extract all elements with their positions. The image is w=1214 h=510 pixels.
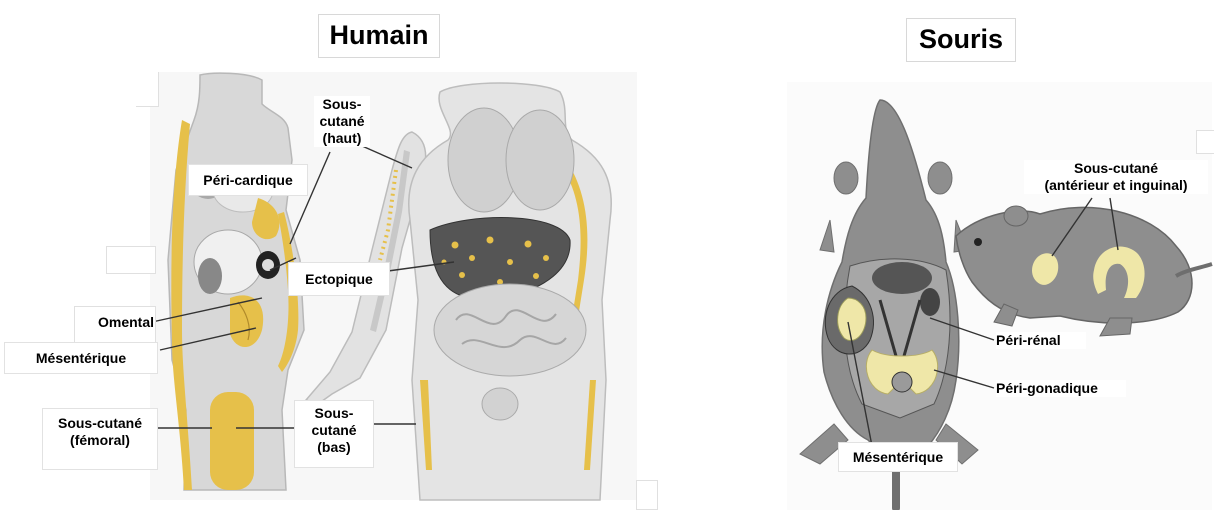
edge-tab [1196, 130, 1214, 154]
spleen-organ [198, 258, 222, 294]
mouse-side-eye [974, 238, 982, 246]
mouse-mesenteric-fat [838, 298, 866, 341]
mouse-liver [872, 262, 932, 294]
label-peri-gonadique: Péri-gonadique [996, 380, 1126, 397]
label-peri-cardique: Péri-cardique [188, 164, 308, 196]
label-line: (antérieur et inguinal) [1024, 177, 1208, 194]
mouse-kidney [920, 288, 940, 316]
title-souris: Souris [906, 18, 1016, 62]
label-sous-cutane-mouse: Sous-cutané (antérieur et inguinal) [1024, 160, 1208, 194]
label-omental: Omental [80, 314, 154, 331]
right-lung [506, 110, 574, 210]
label-line: (bas) [295, 439, 373, 456]
intestines [434, 284, 586, 376]
edge-tab [636, 480, 658, 510]
label-line: Sous-cutané [43, 415, 157, 432]
mouse-ear-left [834, 162, 858, 194]
label-line: cutané [314, 113, 370, 130]
femoral-fat-pad [210, 392, 254, 490]
label-mesenterique-human: Mésentérique [4, 342, 158, 374]
label-line: cutané [295, 422, 373, 439]
label-sous-cutane-bas: Sous- cutané (bas) [294, 400, 374, 468]
label-mesenterique-mouse: Mésentérique [838, 442, 958, 472]
label-line: (fémoral) [43, 432, 157, 449]
label-peri-renal: Péri-rénal [996, 332, 1086, 349]
mouse-ear-right [928, 162, 952, 194]
label-ectopique: Ectopique [288, 262, 390, 296]
label-line: Sous- [314, 96, 370, 113]
label-line: Sous-cutané [1024, 160, 1208, 177]
label-sous-cutane-haut: Sous- cutané (haut) [314, 96, 370, 147]
edge-tab [106, 246, 156, 274]
label-sous-cutane-femoral: Sous-cutané (fémoral) [42, 408, 158, 470]
label-line: Sous- [295, 405, 373, 422]
edge-tab [136, 72, 159, 107]
mouse-bladder [892, 372, 912, 392]
label-line: (haut) [314, 130, 370, 147]
mouse-side-ear [1004, 206, 1028, 226]
bladder [482, 388, 518, 420]
title-humain: Humain [318, 14, 440, 58]
